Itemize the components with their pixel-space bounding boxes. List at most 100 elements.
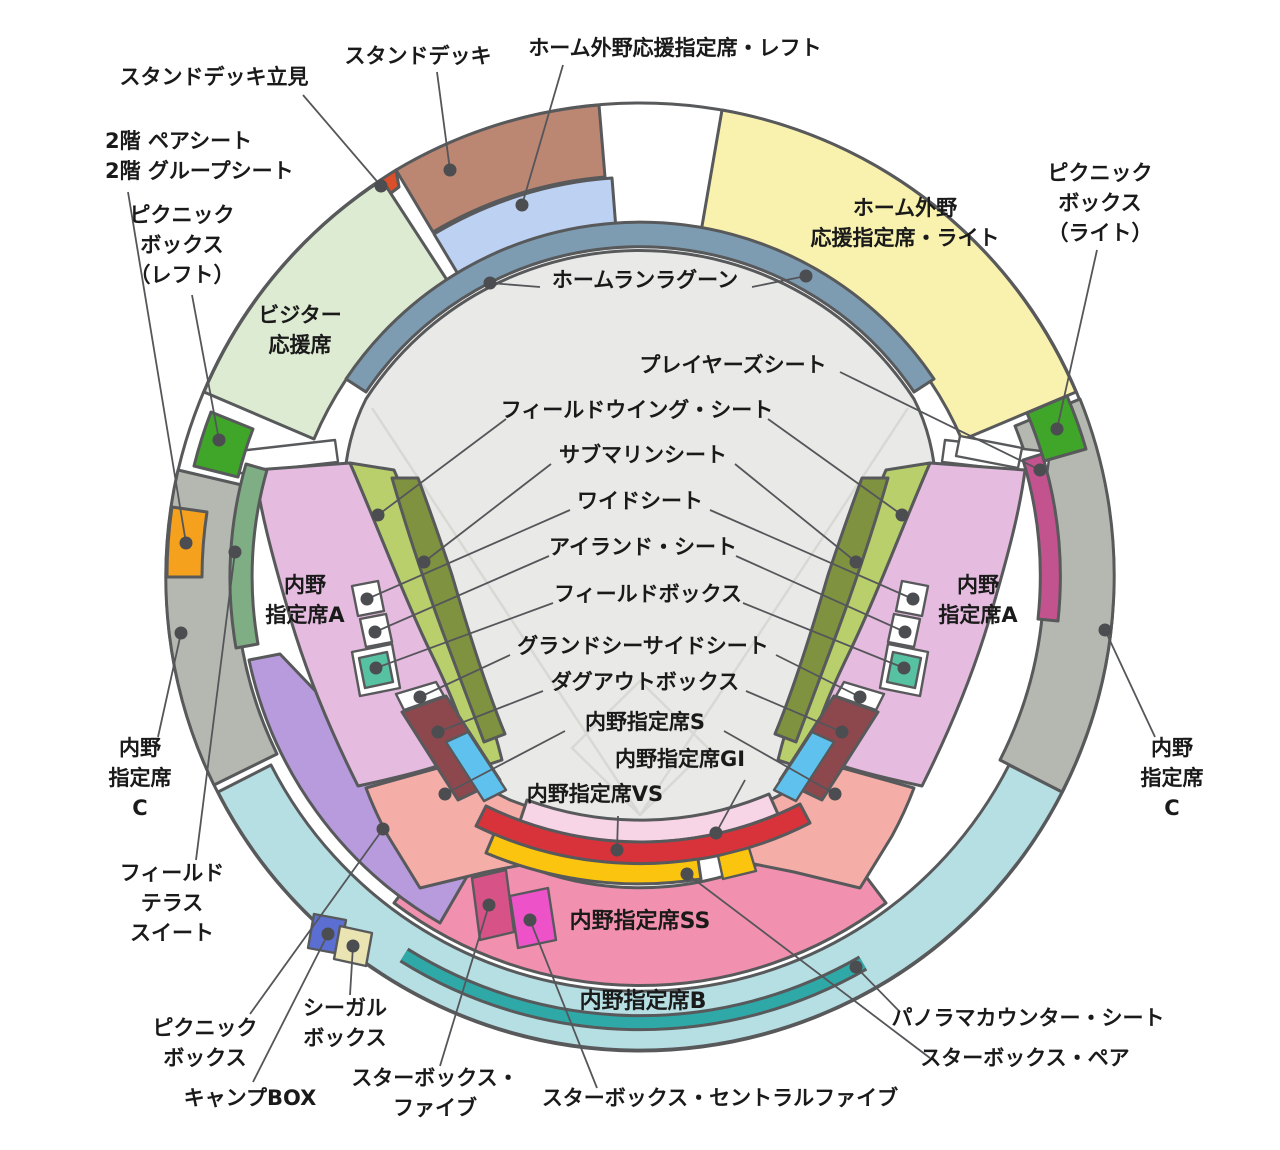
players-seat-label: プレイヤーズシート: [639, 353, 826, 377]
infield-a-right-label: 内野指定席A: [938, 573, 1018, 627]
homerun-lagoon-label: ホームランラグーン: [552, 268, 738, 292]
picnic-box-right-label-dot-0: [1050, 422, 1064, 436]
picnic-box-label-leader-0: [249, 828, 384, 1015]
starbox-five-label-leader-0: [439, 904, 490, 1067]
visitor-label: ビジター応援席: [258, 303, 342, 357]
base-diamond: [570, 679, 710, 817]
infield-s-label-dot-0: [438, 787, 452, 801]
field-box-label: フィールドボックス: [554, 582, 742, 606]
submarine-seat-label-dot-0: [417, 555, 431, 569]
panorama-counter-seat-label: パノラマカウンター・シート: [892, 1006, 1165, 1030]
infield-gi-label-leader-0: [715, 779, 746, 834]
starbox-central-five-label-leader-0: [529, 919, 598, 1089]
section-dugout-stripe-left[interactable]: [444, 730, 508, 803]
picnic-box-left-label: ピクニックボックス（レフト）: [130, 203, 235, 287]
section-homerun-lagoon[interactable]: [344, 220, 936, 394]
wide-seat-label: ワイドシート: [577, 489, 703, 513]
field-wing-seat-label-dot-0: [371, 508, 385, 522]
submarine-seat-label-leader-0: [423, 463, 552, 563]
infield-c-right-label-dot-0: [1098, 623, 1112, 637]
infield-c-left-label-dot-0: [174, 626, 188, 640]
infield-vs-label: 内野指定席VS: [527, 782, 663, 806]
seagull-box-label: シーガルボックス: [303, 996, 387, 1050]
camp-box-label-dot-0: [321, 927, 335, 941]
island-seat-label-dot-1: [898, 625, 912, 639]
home-outfield-right-label: ホーム外野応援指定席・ライト: [811, 196, 1000, 250]
leader-lines: [127, 64, 1156, 1089]
grand-seaside-seat-label: グランドシーサイドシート: [517, 634, 769, 658]
field-wing-seat-label-leader-0: [377, 418, 507, 516]
island-seat-label-dot-0: [368, 625, 382, 639]
island-seat-label: アイランド・シート: [549, 535, 737, 559]
field-terrace-suite-label-dot-0: [228, 545, 242, 559]
wide-seat-label-dot-1: [906, 592, 920, 606]
pair-group-seat-2f-label-leader-0: [127, 191, 187, 544]
homerun-lagoon-label-leader-1: [751, 275, 807, 288]
stand-deck-tachimi-label-leader-0: [302, 94, 382, 187]
homerun-lagoon-label-leader-0: [489, 282, 541, 288]
wide-seat-label-leader-1: [709, 509, 914, 600]
foul-lines: [370, 407, 910, 816]
field-wing-seat-label-dot-1: [895, 508, 909, 522]
dugout-box-label: ダグアウトボックス: [551, 670, 739, 694]
section-submarine-left[interactable]: [390, 476, 507, 744]
home-outfield-left-label-dot-0: [515, 198, 529, 212]
home-outfield-left-label-leader-0: [521, 64, 564, 206]
section-stand-deck[interactable]: [394, 103, 607, 234]
seagull-box-label-dot-0: [346, 939, 360, 953]
grand-seaside-seat-label-dot-1: [853, 690, 867, 704]
players-seat-label-leader-0: [839, 371, 1041, 471]
picnic-box-right-label-leader-0: [1056, 249, 1098, 430]
section-field-terrace-suite[interactable]: [228, 462, 269, 650]
field-box-label-dot-0: [369, 661, 383, 675]
section-dugout-stripe-right[interactable]: [772, 730, 836, 803]
pair-group-seat-2f-label-dot-0: [179, 536, 193, 550]
field-wing-seat-label: フィールドウイング・シート: [501, 398, 774, 422]
homerun-lagoon-label-dot-1: [799, 269, 813, 283]
starbox-pair-label-dot-0: [680, 867, 694, 881]
field-box-label-leader-1: [742, 602, 905, 669]
field-box-label-leader-0: [375, 602, 554, 669]
players-seat-label-dot-0: [1033, 463, 1047, 477]
stand-deck-tachimi-label: スタンドデッキ立見: [120, 65, 309, 89]
infield-ss-label: 内野指定席SS: [570, 908, 711, 934]
infield-c-right-label-leader-0: [1104, 629, 1156, 738]
grand-seaside-seat-label-leader-1: [775, 654, 861, 698]
dugout-box-label-leader-0: [437, 690, 544, 733]
starbox-pair-label-leader-0: [686, 873, 931, 1059]
dugout-box-label-dot-0: [431, 725, 445, 739]
wide-seat-label-dot-0: [360, 592, 374, 606]
infield-vs-label-dot-0: [610, 843, 624, 857]
starbox-five-label-dot-0: [482, 898, 496, 912]
panorama-counter-seat-label-leader-0: [855, 966, 901, 1013]
section-players-seat[interactable]: [1021, 452, 1062, 623]
home-outfield-left-label: ホーム外野応援指定席・レフト: [528, 36, 821, 60]
submarine-seat-label: サブマリンシート: [559, 443, 727, 467]
picnic-box-right-label: ピクニックボックス（ライト）: [1048, 161, 1153, 245]
section-submarine-right[interactable]: [773, 476, 890, 744]
infield-s-label: 内野指定席S: [585, 710, 705, 734]
submarine-seat-label-dot-1: [849, 555, 863, 569]
infield-c-left-label-leader-0: [157, 632, 182, 738]
infield-s-label-leader-0: [444, 730, 566, 795]
infield-b-label: 内野指定席B: [580, 988, 707, 1014]
grand-seaside-seat-label-dot-0: [413, 690, 427, 704]
stand-deck-tachimi-label-dot-0: [374, 179, 388, 193]
picnic-box-left-label-leader-0: [191, 294, 220, 441]
starbox-five-label: スターボックス・ファイブ: [351, 1066, 518, 1120]
seagull-box-label-leader-0: [349, 945, 354, 996]
field-box-label-dot-1: [897, 661, 911, 675]
picnic-box-label: ピクニックボックス: [153, 1016, 258, 1070]
stand-deck-label: スタンドデッキ: [345, 44, 492, 68]
picnic-box-label-dot-0: [376, 822, 390, 836]
section-starbox-pair-annex[interactable]: [716, 846, 758, 881]
infield-a-left-label: 内野指定席A: [265, 573, 345, 627]
camp-box-label: キャンプBOX: [184, 1086, 317, 1110]
section-starbox-pair[interactable]: [484, 832, 703, 886]
wide-seat-label-leader-0: [366, 509, 571, 600]
